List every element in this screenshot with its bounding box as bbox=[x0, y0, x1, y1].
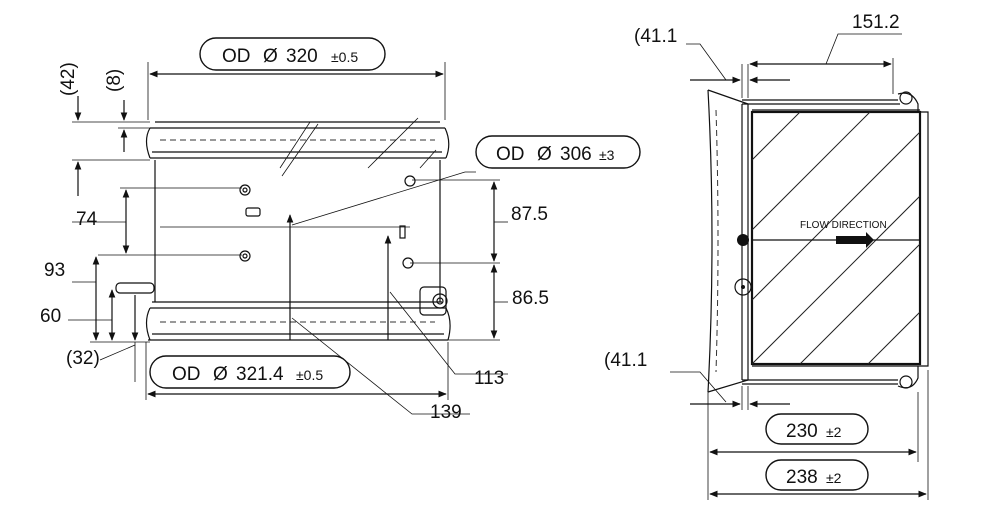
dim-41-1-bottom-label: (41.1 bbox=[604, 350, 647, 371]
dim-93-label: 93 bbox=[44, 260, 65, 281]
od-321-symbol: Ø bbox=[213, 364, 228, 385]
od-321-callout: OD Ø 321.4 ±0.5 bbox=[149, 355, 351, 389]
dim-113-label: 113 bbox=[474, 368, 504, 389]
left-dimension-lines bbox=[68, 62, 508, 415]
dim-41-1-top-label: (41.1 bbox=[634, 26, 677, 47]
od-306-tolerance: ±3 bbox=[599, 147, 615, 163]
flow-direction-label: FLOW DIRECTION bbox=[800, 220, 887, 231]
od-306-callout: OD Ø 306 ±3 bbox=[475, 135, 641, 169]
od-321-tolerance: ±0.5 bbox=[296, 367, 323, 383]
od-306-symbol: Ø bbox=[537, 144, 552, 165]
od-321-prefix: OD bbox=[172, 364, 201, 385]
section-view bbox=[707, 89, 929, 393]
dim-42-label: (42) bbox=[58, 62, 79, 96]
length-238-callout: 238 ±2 bbox=[765, 459, 869, 491]
length-238-tolerance: ±2 bbox=[826, 470, 842, 486]
dim-32-label: (32) bbox=[66, 348, 100, 369]
od-320-callout: OD Ø 320 ±0.5 bbox=[199, 37, 386, 71]
substrate-hatch bbox=[752, 112, 920, 364]
od-320-tolerance: ±0.5 bbox=[331, 49, 358, 65]
side-view bbox=[115, 117, 451, 341]
dim-60-label: 60 bbox=[40, 306, 61, 327]
od-320-symbol: Ø bbox=[263, 46, 278, 67]
dim-139-label: 139 bbox=[430, 402, 462, 423]
length-230-tolerance: ±2 bbox=[826, 424, 842, 440]
od-321-value: 321.4 bbox=[236, 364, 284, 385]
dim-151-2-label: 151.2 bbox=[852, 12, 900, 33]
od-306-value: 306 bbox=[560, 144, 592, 165]
right-dimension-lines bbox=[670, 33, 929, 500]
dim-8-label: (8) bbox=[104, 69, 125, 92]
dim-86-5-label: 86.5 bbox=[512, 288, 549, 309]
od-320-prefix: OD bbox=[222, 46, 251, 67]
dim-74-label: 74 bbox=[76, 209, 98, 230]
length-230-callout: 230 ±2 bbox=[765, 413, 869, 445]
dim-87-5-label: 87.5 bbox=[511, 204, 548, 225]
length-230-value: 230 bbox=[786, 421, 818, 442]
od-306-prefix: OD bbox=[496, 144, 525, 165]
length-238-value: 238 bbox=[786, 467, 818, 488]
od-320-value: 320 bbox=[286, 46, 318, 67]
